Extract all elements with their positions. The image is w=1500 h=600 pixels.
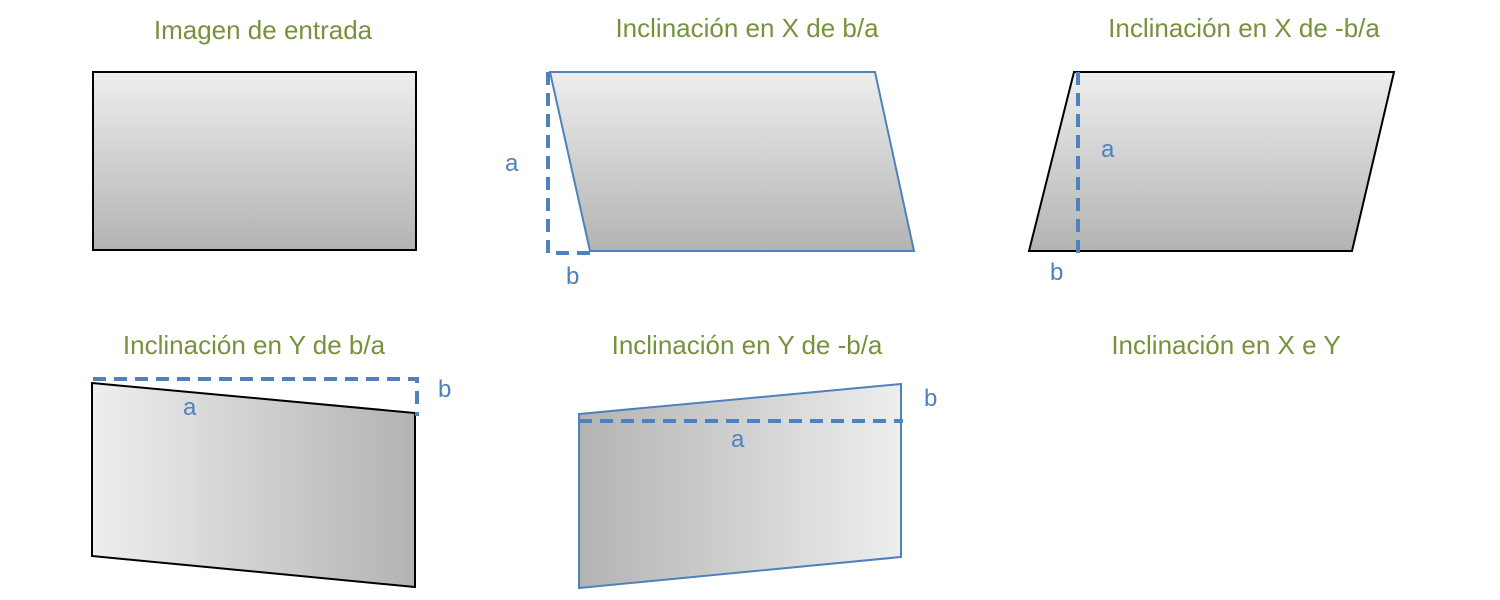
panel-title-shear-xy: Inclinación en X e Y [1111,330,1341,360]
shear-y-pos-label-a: a [183,394,197,421]
shear-x-neg-label-a: a [1101,136,1115,163]
shear-y-pos-parallelogram [91,381,416,589]
shear-x-neg-label-b: b [1050,259,1063,286]
panel-title-shear-y-neg: Inclinación en Y de -b/a [611,330,883,360]
shear-x-pos-label-b: b [566,263,579,290]
shear-y-neg-label-a: a [731,426,745,453]
input-panel [92,71,417,251]
shear-y-neg-panel: a b [578,382,937,590]
panel-title-input: Imagen de entrada [153,15,373,45]
shear-x-pos-panel: a b [505,71,916,290]
shear-y-neg-parallelogram [578,382,902,590]
input-rectangle [92,71,417,251]
panel-title-shear-y-pos: Inclinación en Y de b/a [122,330,386,360]
panel-title-shear-x-pos: Inclinación en X de b/a [615,13,879,43]
shear-y-neg-label-b: b [924,385,937,412]
shear-x-neg-panel: a b [1027,71,1396,286]
shear-y-pos-panel: a b [91,376,451,589]
panel-title-shear-x-neg: Inclinación en X de -b/a [1108,13,1380,43]
shear-x-pos-dashed-guide [546,72,594,255]
shear-y-pos-label-b: b [438,376,451,403]
shear-x-neg-parallelogram [1027,71,1396,252]
shear-y-pos-dashed-guide [93,377,419,416]
shear-x-pos-parallelogram [548,71,916,252]
shear-x-pos-label-a: a [505,150,519,177]
